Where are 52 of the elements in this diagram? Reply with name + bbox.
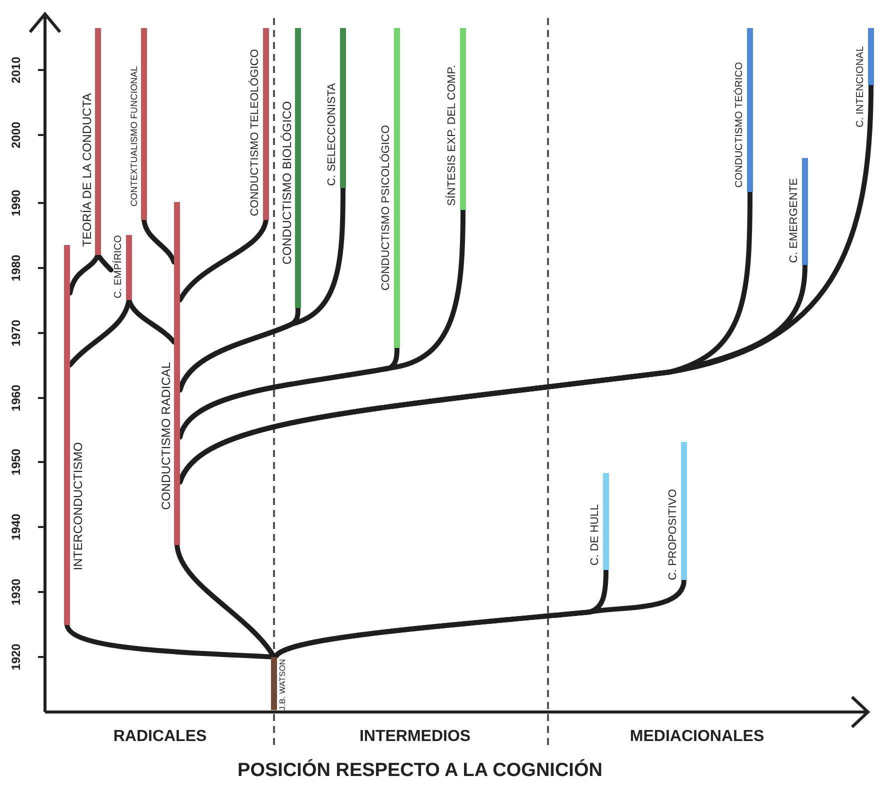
lineage-branch xyxy=(248,28,269,220)
category-label: MEDIACIONALES xyxy=(630,728,764,746)
year-label: 1950 xyxy=(10,448,22,476)
branch-line xyxy=(96,252,114,272)
branch-label: CONDUCTISMO TEÓRICO xyxy=(735,62,745,188)
branch-label: C. EMPÍRICO xyxy=(114,234,124,298)
lineage-branch xyxy=(379,28,400,348)
branch-line xyxy=(274,578,686,658)
branch-line xyxy=(178,208,466,440)
branch-line xyxy=(142,218,176,264)
branch-line xyxy=(178,218,268,302)
lineage-branch xyxy=(854,28,874,127)
branch-label: TEORÍA DE LA CONDUCTA xyxy=(81,93,93,247)
lineage-branch xyxy=(666,442,687,580)
branch-label: CONDUCTISMO PSICOLÓGICO xyxy=(381,124,392,290)
branch-line xyxy=(126,298,176,344)
year-label: 1930 xyxy=(10,578,22,606)
lineage-branch xyxy=(733,28,753,192)
lineage-branch xyxy=(128,28,147,220)
category-label: RADICALES xyxy=(113,728,207,746)
year-label: 1920 xyxy=(10,644,22,670)
year-label: 1990 xyxy=(10,190,22,216)
category-label: INTERMEDIOS xyxy=(359,728,471,746)
branch-label: CONDUCTISMO BIOLÓGICO xyxy=(281,100,293,264)
year-label: 1960 xyxy=(10,384,22,412)
lineage-branch xyxy=(79,28,101,255)
year-label: 1980 xyxy=(10,254,22,282)
branch-label: C. SELECCIONISTA xyxy=(327,83,338,186)
year-label: 2000 xyxy=(10,122,22,148)
lineage-branch xyxy=(279,28,301,308)
branch-label: C. PROPOSITIVO xyxy=(668,488,679,580)
branch-label: C. EMERGENTE xyxy=(789,178,800,263)
branch-label: SÍNTESIS EXP. DEL COMP. xyxy=(447,65,458,206)
branch-label: CONDUCTISMO TELEOLÓGICO xyxy=(250,48,261,216)
lineage-branch xyxy=(112,235,132,300)
year-label: 1940 xyxy=(10,514,22,540)
branch-line xyxy=(68,252,100,296)
branch-label: INTERCONDUCTISMO xyxy=(72,442,84,570)
branch-line xyxy=(178,82,874,484)
lineage-branch xyxy=(787,158,808,265)
lineage-branch xyxy=(588,473,609,570)
branch-label: CONDUCTISMO RADICAL xyxy=(160,362,172,510)
branch-label: CONTEXTUALISMO FUNCIONAL xyxy=(130,66,139,206)
year-label: 1970 xyxy=(10,320,22,346)
branch-label: C. INTENCIONAL xyxy=(856,46,866,127)
branch-label: J.B. WATSON xyxy=(279,658,287,710)
branch-line xyxy=(178,186,346,392)
lineage-branch xyxy=(445,28,466,210)
axis-title: POSICIÓN RESPECTO A LA COGNICIÓN xyxy=(238,760,602,782)
lineage-branch xyxy=(325,28,346,188)
year-label: 2010 xyxy=(10,56,22,84)
branch-label: C. DE HULL xyxy=(590,504,601,566)
